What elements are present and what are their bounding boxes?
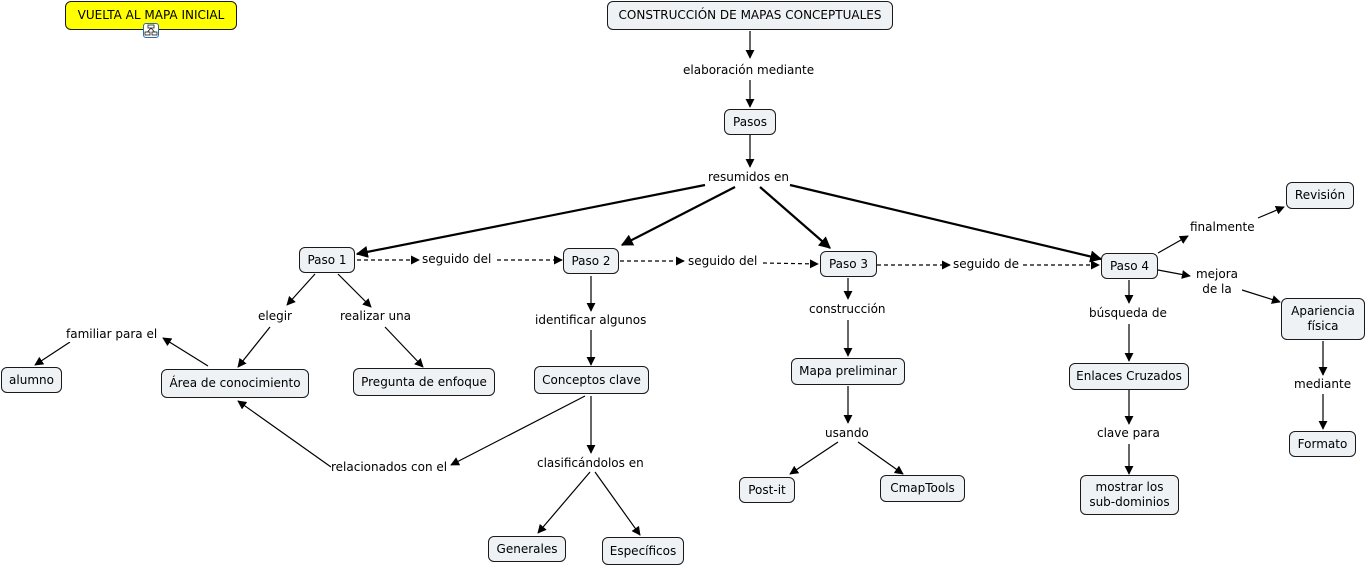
concept-enlaces-cruzados[interactable]: Enlaces Cruzados (1069, 363, 1189, 390)
link-phrase-realizar-una: realizar una (340, 309, 412, 324)
concept-revision[interactable]: Revisión (1286, 182, 1354, 209)
concept-pregunta-de-enfoque[interactable]: Pregunta de enfoque (353, 368, 495, 396)
link-phrase-relacionados-con-el: relacionados con el (331, 460, 448, 475)
link-phrase-seguido-del-2: seguido del (688, 254, 758, 269)
concept-map-icon[interactable] (143, 23, 159, 38)
link-phrase-seguido-de: seguido de (953, 257, 1019, 272)
link-phrase-elegir: elegir (258, 309, 292, 324)
link-phrase-elaboracion-mediante: elaboración mediante (683, 63, 815, 78)
link-phrase-finalmente: finalmente (1190, 220, 1255, 235)
link-phrase-usando: usando (825, 426, 869, 441)
link-phrase-mejora-de-la: mejora de la (1192, 267, 1242, 297)
concept-especificos[interactable]: Específicos (602, 537, 684, 565)
concept-mostrar-sub-dominios[interactable]: mostrar los sub-dominios (1080, 475, 1179, 515)
concept-apariencia-fisica[interactable]: Apariencia física (1281, 298, 1365, 340)
concept-paso-2[interactable]: Paso 2 (563, 248, 619, 274)
concept-formato[interactable]: Formato (1289, 431, 1356, 457)
concept-paso-4[interactable]: Paso 4 (1101, 253, 1158, 279)
concept-cmaptools[interactable]: CmapTools (880, 475, 965, 502)
concept-alumno[interactable]: alumno (1, 367, 62, 393)
concept-conceptos-clave[interactable]: Conceptos clave (534, 366, 649, 394)
link-phrase-clave-para: clave para (1097, 426, 1160, 441)
concept-post-it[interactable]: Post-it (739, 477, 795, 503)
concept-mapa-preliminar[interactable]: Mapa preliminar (791, 358, 905, 385)
concept-generales[interactable]: Generales (488, 536, 566, 562)
concept-pasos[interactable]: Pasos (724, 109, 776, 135)
link-phrase-resumidos-en: resumidos en (708, 170, 789, 185)
main-title-concept[interactable]: CONSTRUCCIÓN DE MAPAS CONCEPTUALES (607, 1, 893, 30)
link-phrase-mediante: mediante (1294, 377, 1352, 392)
link-phrase-familiar-para-el: familiar para el (66, 327, 158, 342)
link-phrase-seguido-del-1: seguido del (422, 252, 492, 267)
concept-paso-1[interactable]: Paso 1 (299, 247, 355, 273)
link-phrase-construccion: construcción (809, 302, 886, 317)
link-phrase-identificar-algunos: identificar algunos (535, 313, 647, 328)
concept-area-de-conocimiento[interactable]: Área de conocimiento (161, 369, 309, 398)
link-phrase-clasificandolos-en: clasificándolos en (537, 456, 644, 471)
link-phrase-busqueda-de: búsqueda de (1089, 306, 1167, 321)
back-to-main-map-button[interactable]: VUELTA AL MAPA INICIAL (65, 1, 237, 30)
concept-paso-3[interactable]: Paso 3 (820, 251, 877, 277)
